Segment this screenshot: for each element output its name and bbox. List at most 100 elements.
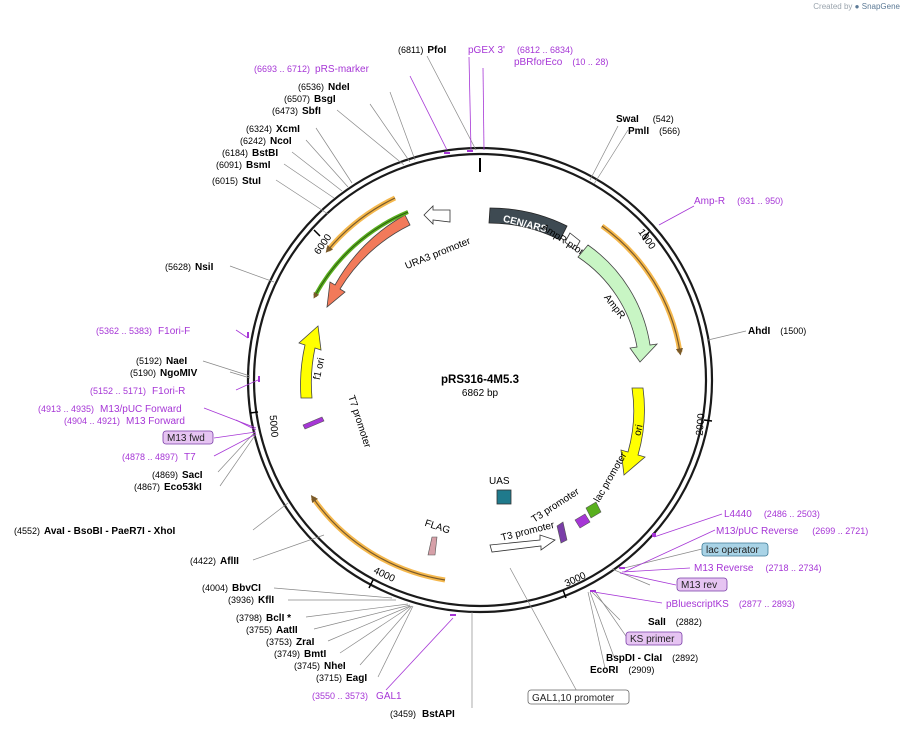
label-pgex3-pos: (6812 .. 6834)	[517, 45, 573, 55]
ura3-feature[interactable]	[326, 214, 411, 308]
ura3-promoter-feature[interactable]	[423, 205, 451, 225]
tick-4000: 4000	[372, 565, 397, 585]
label-amp-r[interactable]: Amp-R(931 .. 950)	[694, 196, 783, 207]
label-pbluescriptks[interactable]: pBluescriptKS(2877 .. 2893)	[666, 599, 795, 610]
plasmid-size: 6862 bp	[462, 388, 499, 399]
label-aflii[interactable]: (4422)AflII	[190, 556, 239, 567]
label-f1ori-f[interactable]: (5362 .. 5383)F1ori-F	[96, 326, 190, 337]
label-pmli[interactable]: PmlI(566)	[628, 126, 680, 137]
ori-feature[interactable]	[620, 387, 646, 476]
ampr-feature[interactable]	[577, 244, 659, 363]
label-saci[interactable]: (4869)SacI	[152, 470, 203, 481]
cen-ars-feature[interactable]	[488, 207, 568, 241]
label-ncoi[interactable]: (6242)NcoI	[240, 136, 292, 147]
ampr-promoter-feature[interactable]	[564, 232, 581, 251]
label-kfli[interactable]: (3936)KflI	[228, 595, 274, 606]
primer-leader-lines	[203, 56, 723, 691]
tick-5000: 5000	[267, 415, 280, 439]
backbone-inner	[252, 152, 708, 608]
label-gal1[interactable]: (3550 .. 3573)GAL1	[312, 691, 402, 702]
lac-operator-box[interactable]	[701, 542, 769, 557]
label-prs-marker[interactable]: (6693 .. 6712) pRS-marker	[254, 64, 370, 75]
label-xcmi[interactable]: (6324)XcmI	[246, 124, 300, 135]
label-pgex3-name: pGEX 3'	[468, 45, 505, 56]
credit-brand: SnapGene	[861, 2, 900, 11]
label-pgex3[interactable]: pGEX 3' (6812 .. 6834)	[468, 45, 573, 56]
label-swai[interactable]: SwaI(542)	[616, 114, 674, 125]
label-ndei[interactable]: (6536)NdeI	[298, 82, 350, 93]
uas-feature[interactable]	[496, 489, 512, 505]
label-m13-reverse[interactable]: M13 Reverse(2718 .. 2734)	[694, 563, 822, 574]
label-pfoi-name: PfoI	[427, 45, 446, 56]
label-bsgi[interactable]: (6507)BsgI	[284, 94, 336, 105]
ori-label: ori	[632, 424, 645, 437]
lac-operator-region[interactable]	[585, 501, 602, 519]
t3-promoter-marker[interactable]	[556, 521, 568, 544]
label-bbvci[interactable]: (4004)BbvCI	[202, 583, 261, 594]
ura3-outline-orange-inner	[325, 197, 396, 253]
ura3-outline-green-inner	[313, 211, 409, 299]
ks-primer-box[interactable]	[625, 631, 683, 646]
label-bstbi[interactable]: (6184)BstBI	[222, 148, 278, 159]
label-pbrforeco-pos: (10 .. 28)	[572, 57, 608, 67]
label-sbfi[interactable]: (6473)SbfI	[272, 106, 321, 117]
label-bmti[interactable]: (3749)BmtI	[274, 649, 326, 660]
site-labels: (6811) PfoI (6693 .. 6712) pRS-marker pGEX…	[14, 45, 868, 720]
label-t7[interactable]: (4878 .. 4897)T7	[122, 452, 196, 463]
m13-fwd-box[interactable]	[162, 430, 214, 445]
label-bspdi-clai[interactable]: BspDI - ClaI(2892)	[606, 653, 698, 664]
label-pbrforeco-name: pBRforEco	[514, 57, 563, 68]
label-ahdi[interactable]: AhdI(1500)	[748, 326, 806, 337]
label-l4440[interactable]: L4440(2486 .. 2503)	[724, 509, 820, 520]
credit-prefix: Created by	[813, 2, 853, 11]
label-avai-group[interactable]: (4552)AvaI - BsoBI - PaeR7I - XhoI	[14, 526, 176, 537]
label-pfoi[interactable]: (6811) PfoI	[398, 45, 446, 56]
label-zrai[interactable]: (3753)ZraI	[266, 637, 315, 648]
f1-ori-label: f1 ori	[312, 357, 327, 381]
label-prs-marker-name: pRS-marker	[315, 64, 370, 75]
flag-label: FLAG	[423, 518, 451, 537]
flag-outline-orange-inner	[310, 495, 446, 581]
label-m13-puc-forward[interactable]: (4913 .. 4935)M13/pUC Forward	[38, 404, 182, 415]
label-pbrforeco[interactable]: pBRforEco (10 .. 28)	[514, 57, 608, 68]
label-naei[interactable]: (5192)NaeI	[136, 356, 187, 367]
label-bcli[interactable]: (3798)BclI *	[236, 613, 291, 624]
label-m13-forward[interactable]: (4904 .. 4921)M13 Forward	[64, 416, 185, 427]
label-m13-puc-reverse[interactable]: M13/pUC Reverse(2699 .. 2721)	[716, 526, 868, 537]
primer-ticks	[247, 150, 656, 616]
ampr-outline-arc-inner	[601, 225, 683, 356]
label-aatii[interactable]: (3755)AatII	[246, 625, 298, 636]
label-stui[interactable]: (6015)StuI	[212, 176, 261, 187]
f1-ori-feature[interactable]	[298, 325, 322, 399]
snapgene-logo-icon: ●	[854, 2, 860, 11]
label-pfoi-pos: (6811)	[398, 45, 423, 55]
backbone-outer	[246, 146, 714, 614]
label-ngomiv[interactable]: (5190)NgoMIV	[130, 368, 198, 379]
label-m13-fwd: M13 fwd	[167, 433, 205, 444]
label-lac-operator: lac operator	[706, 545, 759, 556]
label-nsii[interactable]: (5628)NsiI	[165, 262, 214, 273]
label-f1ori-r[interactable]: (5152 .. 5171)F1ori-R	[90, 386, 185, 397]
label-eco53ki[interactable]: (4867)Eco53kI	[134, 482, 202, 493]
label-eagi[interactable]: (3715)EagI	[316, 673, 367, 684]
m13-rev-box[interactable]	[676, 577, 728, 592]
tick-2000: 2000	[695, 413, 708, 437]
credit: Created by ● SnapGene	[813, 2, 900, 11]
label-nhei[interactable]: (3745)NheI	[294, 661, 346, 672]
label-prs-marker-pos: (6693 .. 6712)	[254, 64, 310, 74]
ura3-promoter-label: URA3 promoter	[404, 236, 473, 272]
label-ecori[interactable]: EcoRI(2909)	[590, 665, 654, 676]
label-sali[interactable]: SalI(2882)	[648, 617, 702, 628]
label-bsmi[interactable]: (6091)BsmI	[216, 160, 271, 171]
t3-promoter-inner-feature[interactable]	[489, 534, 556, 553]
t7-promoter-marker[interactable]	[302, 416, 325, 430]
label-m13-rev: M13 rev	[681, 580, 717, 591]
flag-feature[interactable]	[427, 536, 438, 556]
label-bstapi[interactable]: (3459)BstAPI	[390, 709, 455, 720]
leader-lines	[202, 55, 747, 708]
gal1-10-promoter-box[interactable]	[527, 689, 630, 705]
lac-operator-marker[interactable]	[574, 513, 591, 529]
tick-1000: 1000	[635, 227, 657, 252]
